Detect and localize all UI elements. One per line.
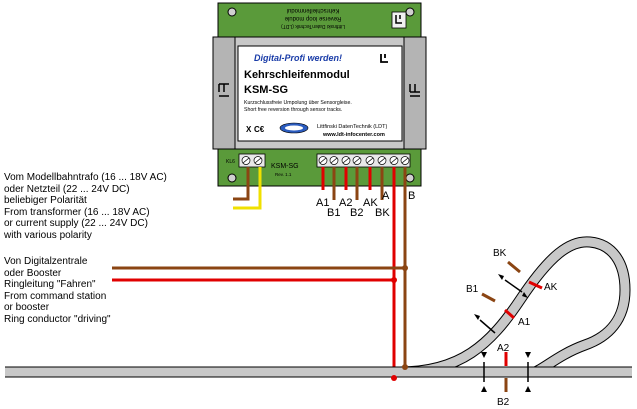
track-label-b2: B2	[497, 397, 510, 408]
terminal-label-b: B	[408, 190, 415, 202]
pcb-label: KSM-SG	[271, 163, 299, 170]
pcb-rev: Rev. 1.1	[275, 172, 292, 177]
ce-mark-icon: X C€	[246, 125, 265, 134]
terminal-label-bk: BK	[375, 207, 390, 219]
track-label-a1: A1	[518, 317, 531, 328]
top-label-1: Kehrschleifenmodul	[287, 7, 340, 13]
junction-booster-brown	[402, 265, 408, 271]
feeder-ak	[528, 280, 543, 290]
terminal-slot-a2	[342, 157, 350, 164]
feeder-a1	[504, 308, 515, 320]
junction-booster-red	[391, 277, 397, 283]
case-left-ldt-icon	[218, 83, 229, 97]
terminal-label-a1: A1	[316, 197, 329, 209]
feeder-bk	[507, 260, 521, 274]
terminal-label-a2: A2	[339, 197, 352, 209]
track-label-bk: BK	[493, 248, 507, 259]
case-side-left	[212, 36, 236, 150]
pcb-top-band	[217, 2, 422, 38]
website: www.ldt-infocenter.com	[322, 132, 385, 138]
track-label-ak: AK	[544, 282, 558, 293]
track-label-b1: B1	[466, 284, 479, 295]
pcb-top-screw-left	[227, 7, 237, 17]
pcb-bottom-screw-right	[405, 173, 415, 183]
track-separator-straight-right	[525, 352, 531, 392]
terminal-slot-ak	[366, 157, 374, 164]
track-loop	[5, 236, 632, 378]
track-label-a2: A2	[497, 343, 510, 354]
svg-text:C€: C€	[254, 125, 265, 134]
terminal-slot-a	[390, 157, 398, 164]
desc-en: Short free reversion through sensor trac…	[244, 107, 342, 113]
pcb-bottom-screw-left	[227, 173, 237, 183]
terminal-label-a: A	[382, 190, 390, 202]
track-junction-brown	[402, 364, 408, 370]
top-label-3: Littfinski DatenTechnik (LDT)	[281, 23, 345, 29]
wire-transformer-yellow	[233, 167, 262, 210]
terminal-label-b2: B2	[350, 207, 363, 219]
terminal-label-ak: AK	[363, 197, 378, 209]
power-terminal-block	[238, 153, 266, 168]
terminal-slot-b2	[353, 157, 361, 164]
terminal-slot-a1	[319, 157, 327, 164]
transformer-note: Vom Modellbahntrafo (16 ... 18V AC) oder…	[4, 172, 167, 241]
module-title-line2: KSM-SG	[244, 84, 288, 96]
pcb-kl-label: KL6	[226, 159, 235, 165]
terminal-slot-b	[401, 157, 409, 164]
ldt-oval-logo	[279, 122, 309, 134]
module-title-line1: Kehrschleifenmodul	[244, 69, 350, 81]
top-label-2: Reverse loop module	[284, 15, 341, 21]
track-separator-loop-2	[498, 274, 528, 298]
module-label	[237, 45, 403, 142]
company-name: Littfinski DatenTechnik (LDT)	[317, 124, 387, 130]
pcb-top-screw-right	[405, 7, 415, 17]
terminal-slot-b1	[330, 157, 338, 164]
wire-transformer-brown	[233, 167, 250, 201]
label-ldt-logo	[380, 54, 388, 63]
case-right-ldt-icon	[409, 84, 420, 97]
case-side-right	[403, 36, 427, 150]
terminal-slot-bk	[378, 157, 386, 164]
terminal-label-b1: B1	[327, 207, 340, 219]
brand-tag: Digital-Profi werden!	[254, 53, 342, 63]
output-terminal-block	[316, 153, 411, 168]
feeder-b1	[481, 292, 496, 303]
track-separator-straight-left	[481, 352, 487, 392]
desc-de: Kurzschlussfreie Umpolung über Sensorgle…	[244, 100, 352, 106]
top-ldt-logo	[391, 11, 407, 29]
svg-text:X: X	[246, 125, 252, 134]
booster-note: Von Digitalzentrale oder Booster Ringlei…	[4, 256, 111, 325]
track-junction-red	[391, 375, 397, 381]
track-separator-loop-1	[474, 314, 496, 334]
